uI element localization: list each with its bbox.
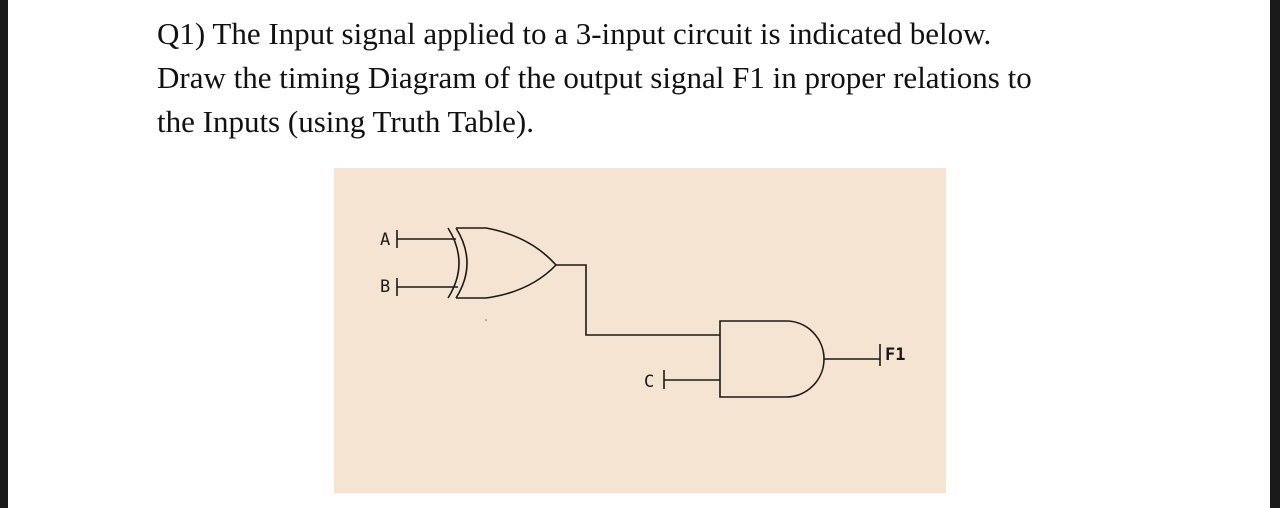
input-a-label: A [380,230,390,250]
document-page: Q1) The Input signal applied to a 3-inpu… [8,0,1270,508]
input-c-label: C [644,372,654,392]
circuit-diagram: A B C F1 [334,168,946,493]
circuit-svg: A B C F1 [380,227,905,398]
question-line-1: Q1) The Input signal applied to a 3-inpu… [157,16,992,51]
xor-gate [447,227,558,299]
question-line-3: the Inputs (using Truth Table). [157,104,535,139]
question-text: Q1) The Input signal applied to a 3-inpu… [157,12,1157,144]
xor-body [456,227,558,299]
question-line-2: Draw the timing Diagram of the output si… [157,60,1032,95]
xor-to-and-wire [556,264,720,336]
input-b-label: B [380,277,390,297]
xor-input-arc [447,227,460,299]
output-f1-label: F1 [885,345,905,365]
speck [485,319,487,321]
xor-back-curve [455,227,468,299]
and-gate [719,320,825,398]
